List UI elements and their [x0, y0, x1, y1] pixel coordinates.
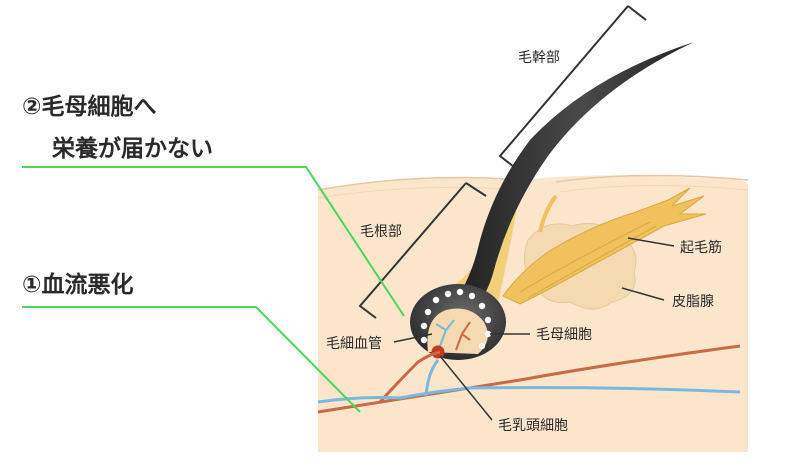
dermal-papilla	[427, 308, 488, 354]
hair-shaft-label: 毛幹部	[518, 49, 560, 66]
blood-vessel-blue-branch	[424, 359, 440, 397]
cause1-text: ①血流悪化	[22, 271, 133, 298]
hair-root-bracket	[358, 182, 487, 319]
capillary-pointer	[393, 333, 433, 343]
dermal-papilla-cell-label: 毛乳頭細胞	[498, 418, 568, 434]
dermal-papilla-pointer	[439, 355, 493, 421]
capillary-label: 毛細血管	[326, 336, 382, 352]
hair-shaft-bracket	[498, 5, 647, 171]
sebaceous-gland-label: 皮脂腺	[672, 294, 714, 310]
epidermis-layer	[317, 186, 521, 199]
matrix-cell-dots	[420, 288, 492, 350]
skin-tissue	[318, 175, 748, 452]
cause1-callout-line	[22, 306, 361, 413]
epidermis-layer-right	[559, 184, 749, 193]
hair-matrix-cell-label: 毛母細胞	[536, 327, 592, 343]
cause2-text-line2: 栄養が届かない	[51, 135, 213, 162]
arrector-pili-fiber-2	[527, 225, 657, 299]
arrector-pili-fiber	[519, 221, 651, 293]
arrector-pili-label: 起毛筋	[680, 239, 722, 256]
cause2-callout-line	[22, 166, 405, 317]
epidermis-line-right	[555, 174, 749, 183]
arrector-pili-muscle	[502, 187, 707, 305]
hair-root-label: 毛根部	[360, 224, 402, 240]
capillary-red	[455, 321, 471, 351]
capillary-blue	[435, 319, 455, 347]
cause2-text-line1: ②毛母細胞へ	[22, 93, 156, 120]
hair-shaft	[448, 42, 694, 312]
arrector-pili-tendon	[538, 194, 558, 233]
epidermis-line	[317, 176, 523, 191]
blood-vessel-blue	[317, 386, 741, 404]
arrector-pili-pointer	[627, 237, 675, 247]
blood-vessel-red-branch	[378, 350, 441, 404]
sebaceous-gland-pointer	[621, 287, 665, 301]
